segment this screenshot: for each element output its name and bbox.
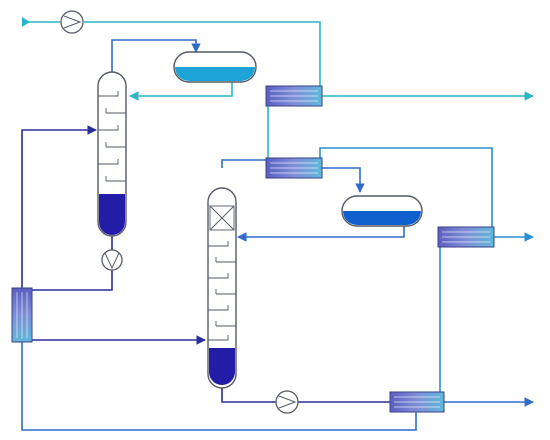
bottoms-pump-1[interactable] [101,249,123,271]
condenser-1[interactable] [265,85,323,107]
column-1-trays [98,91,127,182]
column-2-packing [209,205,235,231]
column-1[interactable] [97,71,127,237]
reflux-pipe-1 [129,82,233,101]
bottoms-pump-pipe-1 [32,270,113,291]
condenser-2[interactable] [437,226,495,248]
bottoms-pump-2[interactable] [275,390,299,414]
column-2[interactable] [207,187,237,389]
overhead-pipe-1 [111,39,201,72]
feed-exchanger-cross [319,147,493,236]
column-2-trays [208,241,236,341]
reboiler[interactable] [11,287,33,343]
bottoms-exchanger[interactable] [389,391,445,413]
feed-exchanger[interactable] [265,157,323,179]
feed-pump[interactable] [60,10,84,34]
feed-pipe [84,21,321,96]
reflux-drum-2[interactable] [341,195,423,227]
overhead-to-drum2 [322,167,365,193]
reboiler-return-pipe [21,342,417,431]
overhead-pipe-2 [221,159,266,168]
reboiler-vapor-pipe [21,125,97,288]
reflux-pipe-2 [237,224,405,242]
bottoms-pipe-2 [221,386,276,403]
feed-inlet-arrow [22,17,30,27]
reflux-drum-1[interactable] [173,51,257,83]
